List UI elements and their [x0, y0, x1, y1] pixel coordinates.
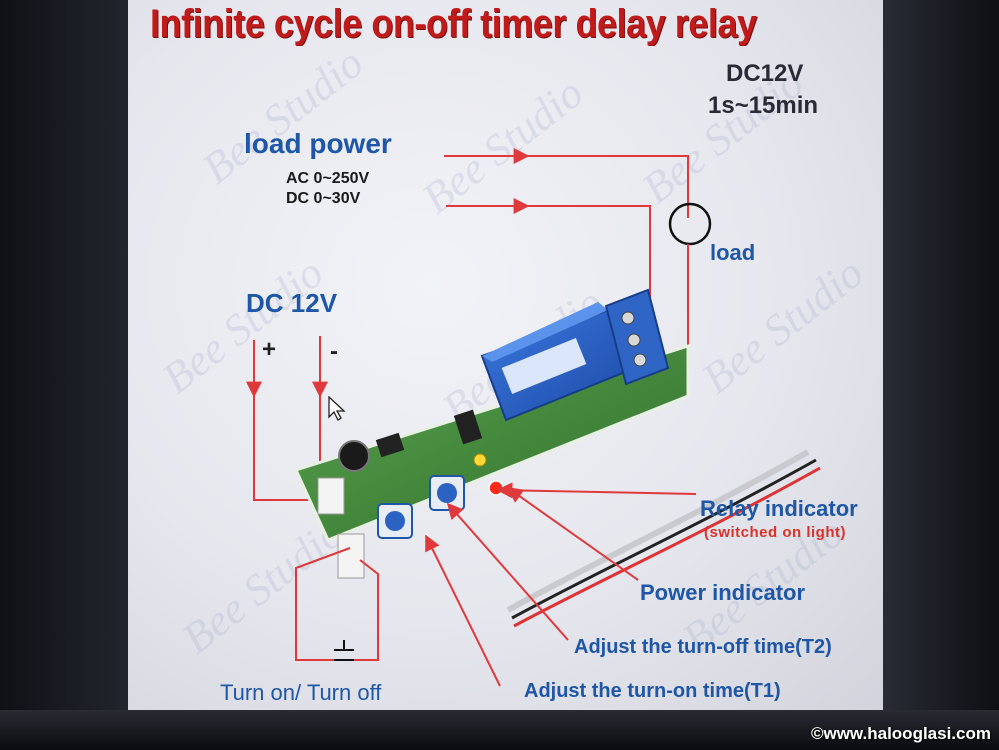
turn-off-time-label: Adjust the turn-off time(T2)	[574, 636, 832, 659]
monitor-bezel-left	[0, 0, 130, 750]
input-connector	[318, 478, 344, 514]
turn-on-time-pointer	[426, 536, 500, 686]
capacitor	[339, 441, 369, 471]
relay-led	[489, 481, 503, 495]
screen-photo: Bee Studio Bee Studio Bee Studio Bee Stu…	[128, 0, 883, 712]
relay-indicator-pointer	[498, 490, 696, 494]
switch-label: Turn on/ Turn off	[220, 680, 381, 706]
turn-off-time-pointer	[448, 504, 568, 640]
monitor-bezel-right	[881, 0, 999, 750]
trimmer-knob	[437, 483, 457, 503]
footer-watermark-url: ©www.halooglasi.com	[811, 724, 991, 744]
terminal-screw	[628, 334, 640, 346]
terminal-screw	[622, 312, 634, 324]
switch-symbol	[334, 640, 354, 660]
relay-indicator-label: Relay indicator	[700, 496, 858, 522]
load-wire-top	[444, 156, 688, 218]
power-led	[474, 454, 486, 466]
relay-indicator-note: (switched on light)	[704, 524, 846, 541]
power-indicator-pointer	[508, 488, 638, 580]
switch-connector	[338, 534, 364, 578]
turn-on-time-label: Adjust the turn-on time(T1)	[524, 680, 781, 703]
trimmer-knob	[385, 511, 405, 531]
power-indicator-label: Power indicator	[640, 580, 805, 606]
relay-board	[296, 290, 688, 578]
load-symbol	[670, 204, 710, 244]
mouse-cursor-icon	[328, 396, 346, 422]
terminal-screw	[634, 354, 646, 366]
